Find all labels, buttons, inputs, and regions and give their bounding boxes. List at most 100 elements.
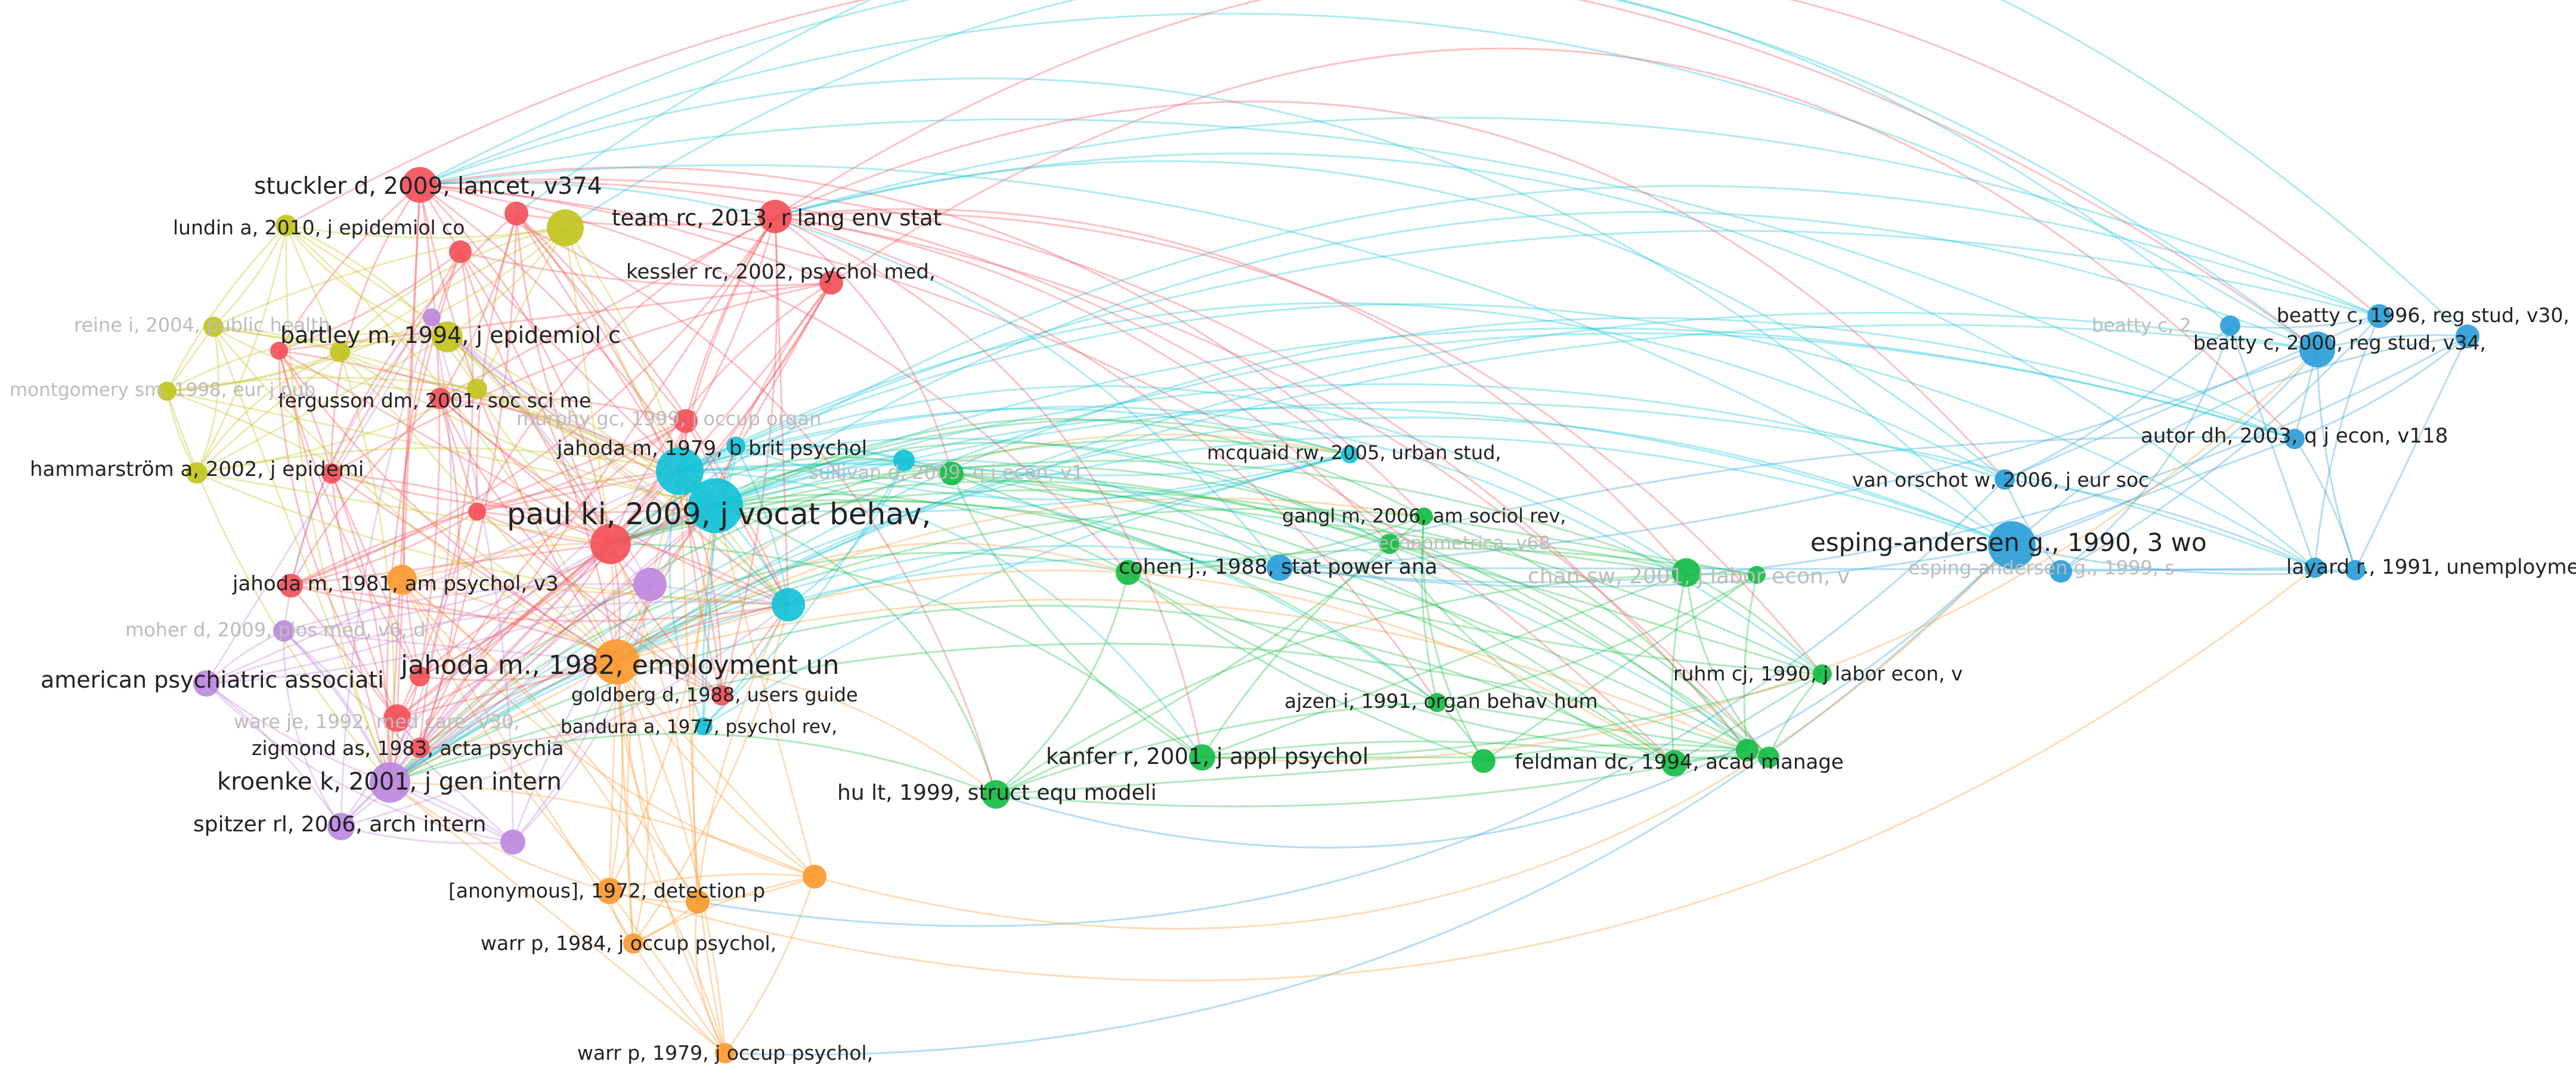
label-ruhm[interactable]: ruhm cj, 1990, j labor econ, v bbox=[1673, 662, 1963, 685]
node-fergusson[interactable] bbox=[429, 388, 451, 409]
node-reine[interactable] bbox=[203, 317, 224, 337]
node-layard2[interactable] bbox=[2345, 560, 2366, 580]
label-team[interactable]: team rc, 2013, r lang env stat bbox=[612, 205, 942, 231]
label-ajzen[interactable]: ajzen i, 1991, organ behav hum bbox=[1284, 689, 1598, 713]
node-r4[interactable] bbox=[504, 202, 528, 225]
node-r15[interactable] bbox=[383, 704, 411, 732]
label-kroenke[interactable]: kroenke k, 2001, j gen intern bbox=[217, 768, 562, 796]
node-anonymous[interactable] bbox=[596, 878, 623, 904]
node-g12[interactable] bbox=[1736, 739, 1758, 762]
node-warr84b[interactable] bbox=[623, 933, 643, 954]
label-vanorschot[interactable]: van orschot w, 2006, j eur soc bbox=[1852, 468, 2149, 491]
label-econometrica[interactable]: econometrica, v68 bbox=[1377, 533, 1550, 554]
node-goldberg[interactable] bbox=[711, 685, 732, 706]
label-fergusson[interactable]: fergusson dm, 2001, soc sci me bbox=[278, 389, 591, 412]
label-spitzer[interactable]: spitzer rl, 2006, arch intern bbox=[193, 812, 486, 837]
node-paul[interactable] bbox=[688, 478, 743, 533]
node-c3[interactable] bbox=[772, 588, 805, 621]
node-esping[interactable] bbox=[1988, 521, 2036, 569]
label-hu[interactable]: hu lt, 1999, struct equ modeli bbox=[837, 781, 1157, 805]
node-cohen[interactable] bbox=[1116, 560, 1141, 585]
label-stuckler[interactable]: stuckler d, 2009, lancet, v374 bbox=[254, 173, 602, 200]
label-bartley[interactable]: bartley m, 1994, j epidemiol c bbox=[280, 322, 621, 348]
node-cohenB[interactable] bbox=[1267, 555, 1293, 581]
node-r13[interactable] bbox=[410, 666, 430, 686]
label-gangl[interactable]: gangl m, 2006, am sociol rev, bbox=[1282, 505, 1566, 527]
node-sullivanG[interactable] bbox=[940, 462, 964, 485]
label-warr79[interactable]: warr p, 1979, j occup psychol, bbox=[577, 1041, 873, 1065]
node-kanfer[interactable] bbox=[1189, 744, 1215, 771]
node-beattyb[interactable] bbox=[2220, 315, 2240, 336]
node-g10[interactable] bbox=[1472, 749, 1496, 773]
label-lundin[interactable]: lundin a, 2010, j epidemiol co bbox=[173, 216, 465, 239]
node-p6[interactable] bbox=[500, 830, 525, 855]
node-vanorschot[interactable] bbox=[1995, 469, 2015, 490]
node-gangl[interactable] bbox=[1415, 508, 1433, 525]
label-sullivan[interactable]: sullivan d, 2009, q j econ, v1 bbox=[809, 461, 1083, 484]
node-bartley[interactable] bbox=[432, 321, 463, 352]
node-o2[interactable] bbox=[387, 565, 417, 595]
label-layard[interactable]: layard r., 1991, unemployment bbox=[2286, 555, 2576, 579]
label-jahoda81[interactable]: jahoda m, 1981, am psychol, v3 bbox=[232, 572, 559, 596]
node-warr84[interactable] bbox=[686, 890, 710, 914]
label-moher[interactable]: moher d, 2009, plos med, v6, d bbox=[125, 618, 426, 641]
label-feldman[interactable]: feldman dc, 1994, acad manage bbox=[1515, 750, 1844, 774]
node-beatty96[interactable] bbox=[2367, 304, 2391, 328]
label-kessler[interactable]: kessler rc, 2002, psychol med, bbox=[626, 260, 936, 284]
node-ajzen[interactable] bbox=[1428, 693, 1447, 712]
node-r11[interactable] bbox=[590, 524, 631, 564]
node-feldman[interactable] bbox=[1661, 750, 1688, 776]
node-autor[interactable] bbox=[2284, 429, 2305, 449]
label-beatty00[interactable]: beatty c, 2000, reg stud, v34, bbox=[2193, 331, 2486, 354]
node-stuckler[interactable] bbox=[402, 167, 438, 203]
node-ruhm[interactable] bbox=[1813, 664, 1832, 683]
label-montgomery[interactable]: montgomery sm, 1998, eur j pub bbox=[10, 379, 315, 401]
node-kessler[interactable] bbox=[819, 271, 843, 295]
node-bandura[interactable] bbox=[695, 717, 713, 735]
node-sullivan[interactable] bbox=[893, 450, 915, 471]
node-r9[interactable] bbox=[321, 463, 342, 484]
label-esping[interactable]: esping-andersen g., 1990, 3 wo bbox=[1810, 528, 2207, 557]
node-spitzer[interactable] bbox=[327, 813, 355, 840]
node-hu[interactable] bbox=[982, 780, 1010, 809]
label-jahoda79[interactable]: jahoda m, 1979, b brit psychol bbox=[556, 437, 867, 460]
node-paul2[interactable] bbox=[656, 447, 704, 495]
label-hammarstrom[interactable]: hammarström a, 2002, j epidemi bbox=[30, 457, 364, 481]
node-beatty00[interactable] bbox=[2299, 332, 2335, 367]
node-apa[interactable] bbox=[193, 670, 219, 697]
node-zigmond[interactable] bbox=[410, 738, 430, 758]
label-cohen[interactable]: cohen j., 1988, stat power ana bbox=[1119, 555, 1438, 579]
node-warr79[interactable] bbox=[715, 1043, 735, 1063]
node-jahoda81[interactable] bbox=[279, 574, 303, 598]
label-reine[interactable]: reine i, 2004, public health bbox=[74, 314, 330, 336]
node-kroenke[interactable] bbox=[370, 762, 410, 803]
node-g6[interactable] bbox=[1748, 566, 1766, 584]
node-moher[interactable] bbox=[273, 620, 295, 642]
label-kanfer[interactable]: kanfer r, 2001, j appl psychol bbox=[1046, 744, 1368, 769]
node-p1[interactable] bbox=[633, 568, 667, 601]
label-autor[interactable]: autor dh, 2003, q j econ, v118 bbox=[2141, 424, 2448, 448]
node-p7[interactable] bbox=[423, 308, 441, 326]
node-hammarstrom[interactable] bbox=[186, 462, 208, 484]
label-beattyb[interactable]: beatty c, 2 bbox=[2092, 315, 2191, 336]
node-r7[interactable] bbox=[270, 342, 288, 360]
node-y5[interactable] bbox=[330, 342, 350, 362]
label-chan[interactable]: chan sw, 2001, j labor econ, v bbox=[1528, 564, 1850, 589]
node-espingb[interactable] bbox=[2049, 560, 2072, 583]
label-warr84[interactable]: warr p, 1984, j occup psychol, bbox=[481, 932, 776, 955]
node-lundin[interactable] bbox=[275, 215, 297, 236]
label-beatty96[interactable]: beatty c, 1996, reg stud, v30, bbox=[2277, 304, 2569, 327]
node-team[interactable] bbox=[758, 200, 792, 233]
label-mcquaid[interactable]: mcquaid rw, 2005, urban stud, bbox=[1207, 441, 1501, 464]
node-r5[interactable] bbox=[449, 240, 472, 263]
node-y2[interactable] bbox=[547, 209, 584, 246]
label-jahoda82[interactable]: jahoda m., 1982, employment un bbox=[400, 650, 840, 680]
label-apa[interactable]: american psychiatric associati bbox=[41, 667, 384, 693]
node-murphy[interactable] bbox=[674, 409, 698, 433]
node-g13[interactable] bbox=[1758, 747, 1779, 768]
node-montgomery[interactable] bbox=[157, 382, 177, 401]
node-chan[interactable] bbox=[1672, 558, 1701, 587]
label-ware[interactable]: ware je, 1992, med care, v30, bbox=[234, 710, 520, 733]
node-layard[interactable] bbox=[2305, 558, 2325, 578]
node-mcquaid[interactable] bbox=[1341, 445, 1359, 463]
